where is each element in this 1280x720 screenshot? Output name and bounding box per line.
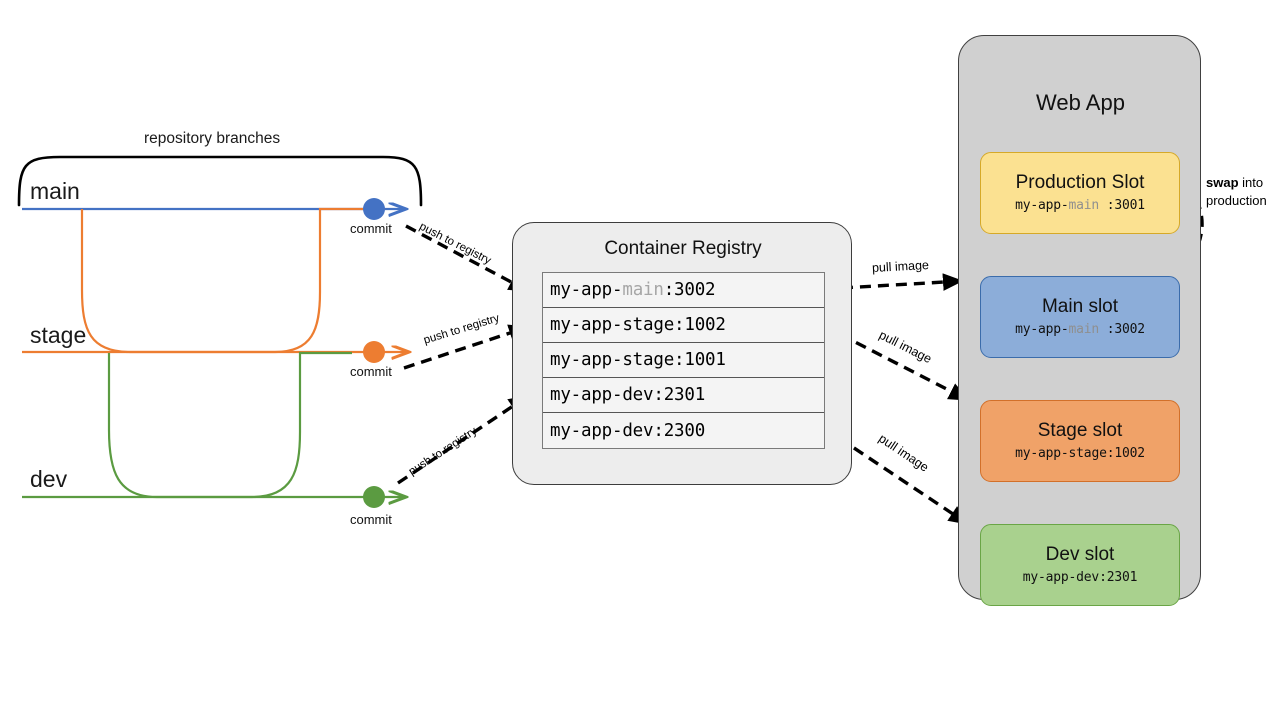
commit-dot-stage bbox=[363, 341, 385, 363]
registry-image-branch: main bbox=[622, 280, 664, 300]
registry-image-tag: :3002 bbox=[663, 280, 716, 300]
slot-title: Production Slot bbox=[1015, 172, 1145, 194]
repository-branches-caption: repository branches bbox=[144, 130, 281, 147]
registry-image-prefix: my-app-dev:2300 bbox=[550, 420, 706, 441]
branch-line-dev bbox=[22, 351, 405, 497]
slot-image-prefix: my-app- bbox=[1015, 197, 1069, 213]
registry-row[interactable]: my-app-dev:2300 bbox=[543, 413, 824, 448]
branch-label-main: main bbox=[30, 178, 80, 204]
registry-image-prefix: my-app-stage:1002 bbox=[550, 315, 726, 335]
web-app-title: Web App bbox=[1036, 90, 1125, 115]
push-arrow-main bbox=[405, 224, 530, 293]
web-app-panel: Web App Production Slot my-app-main :300… bbox=[958, 35, 1201, 606]
registry-image-prefix: my-app-stage:1001 bbox=[550, 350, 726, 370]
commit-dot-main bbox=[363, 198, 385, 220]
container-registry-box: Container Registry my-app-main :3002 my-… bbox=[512, 222, 852, 485]
slot-title: Stage slot bbox=[1037, 420, 1123, 442]
pull-image-label-dev: pull image bbox=[876, 431, 932, 475]
swap-line-1: swap into bbox=[1206, 174, 1267, 192]
push-to-registry-label-stage: push to registry bbox=[422, 312, 501, 347]
registry-row[interactable]: my-app-stage:1002 bbox=[543, 308, 824, 343]
swap-keyword: swap bbox=[1206, 175, 1239, 190]
slot-title: Dev slot bbox=[1045, 544, 1115, 566]
registry-row[interactable]: my-app-dev:2301 bbox=[543, 378, 824, 413]
commit-label-dev: commit bbox=[350, 512, 392, 527]
commit-label-stage: commit bbox=[350, 364, 392, 379]
slot-image: my-app-main :3001 bbox=[1015, 198, 1145, 213]
registry-image-prefix: my-app-dev:2301 bbox=[550, 385, 706, 405]
pull-image-label-main: pull image bbox=[871, 258, 930, 275]
swap-line-2: production bbox=[1206, 192, 1267, 208]
registry-row[interactable]: my-app-main :3002 bbox=[543, 273, 824, 308]
slot-image-prefix: my-app-dev:2301 bbox=[1022, 569, 1138, 585]
pull-image-label-stage: pull image bbox=[876, 327, 934, 367]
slot-image-prefix: my-app- bbox=[1015, 321, 1069, 337]
slot-main[interactable]: Main slot my-app-main :3002 bbox=[980, 276, 1180, 358]
container-registry-title: Container Registry bbox=[604, 238, 762, 259]
slot-production[interactable]: Production Slot my-app-main :3001 bbox=[980, 152, 1180, 234]
slot-image-tag: :3001 bbox=[1099, 197, 1145, 213]
push-to-registry-label-main: push to registry bbox=[417, 220, 493, 268]
registry-image-prefix: my-app- bbox=[550, 280, 623, 300]
slot-image-branch: main bbox=[1068, 321, 1100, 337]
commit-dot-dev bbox=[363, 486, 385, 508]
slot-dev[interactable]: Dev slot my-app-dev:2301 bbox=[980, 524, 1180, 606]
branch-label-dev: dev bbox=[30, 466, 68, 492]
registry-row[interactable]: my-app-stage:1001 bbox=[543, 343, 824, 378]
registry-image-table: my-app-main :3002 my-app-stage:1002 my-a… bbox=[542, 272, 825, 449]
slot-image-tag: :3002 bbox=[1099, 321, 1145, 337]
slot-image: my-app-dev:2301 bbox=[1022, 569, 1138, 585]
slot-image-prefix: my-app-stage:1002 bbox=[1015, 445, 1145, 461]
slot-image-branch: main bbox=[1068, 197, 1100, 213]
slot-image: my-app-main :3002 bbox=[1015, 322, 1145, 337]
branch-label-stage: stage bbox=[30, 322, 87, 348]
slot-title: Main slot bbox=[1041, 296, 1119, 318]
push-to-registry-label-dev: push to registry bbox=[406, 425, 480, 479]
swap-into-production-label: swap into production bbox=[1206, 174, 1267, 209]
commit-label-main: commit bbox=[350, 221, 392, 236]
slot-stage[interactable]: Stage slot my-app-stage:1002 bbox=[980, 400, 1180, 482]
swap-rest: into bbox=[1238, 175, 1264, 190]
slot-image: my-app-stage:1002 bbox=[1015, 446, 1145, 461]
